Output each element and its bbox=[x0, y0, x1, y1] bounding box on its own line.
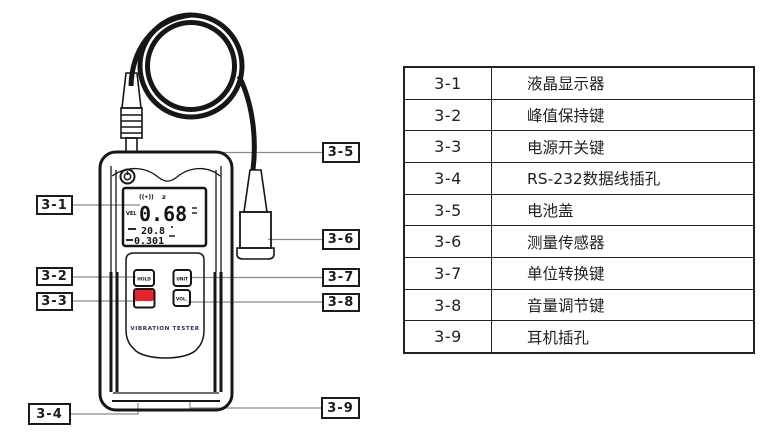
sensor-body bbox=[239, 211, 272, 249]
callout-3-9: 3-9 bbox=[321, 397, 360, 419]
callout-3-2-label: 3-2 bbox=[41, 269, 68, 284]
lcd-vel-label: VEL bbox=[126, 211, 137, 217]
parts-table: 3-1 液晶显示器 3-2 峰值保持键 3-3 电源开关键 3-4 RS-232… bbox=[403, 66, 755, 354]
table-row: 3-9 耳机插孔 bbox=[405, 321, 753, 353]
brand-text: VIBRATION TESTER bbox=[130, 326, 199, 332]
power-button bbox=[133, 288, 156, 309]
part-desc: 电池盖 bbox=[527, 202, 574, 221]
power-button-red-cap bbox=[135, 290, 154, 301]
cable-tail bbox=[236, 74, 257, 171]
table-row: 3-1 液晶显示器 bbox=[405, 68, 753, 100]
signal-icon: ((•)) bbox=[139, 194, 154, 201]
callout-3-4: 3-4 bbox=[28, 403, 71, 425]
leader-line-3-4 bbox=[71, 403, 139, 415]
callout-3-1-label: 3-1 bbox=[41, 197, 68, 213]
callout-3-4-label: 3-4 bbox=[36, 406, 63, 422]
part-id: 3-8 bbox=[405, 289, 492, 321]
connector-collar bbox=[125, 137, 138, 153]
part-desc: 峰值保持键 bbox=[527, 107, 605, 125]
table-row: 3-2 峰值保持键 bbox=[405, 99, 753, 132]
lcd-axis-label: z bbox=[162, 193, 166, 201]
vol-button-label: VOL. bbox=[176, 297, 188, 303]
part-desc: 液晶显示器 bbox=[527, 75, 605, 94]
speaker-icon bbox=[119, 168, 136, 185]
part-desc: 音量调节键 bbox=[527, 297, 605, 316]
part-desc: 测量传感器 bbox=[527, 233, 605, 252]
lcd-frame bbox=[121, 186, 208, 248]
sensor bbox=[236, 169, 275, 260]
unit-button-label: UNIT bbox=[176, 277, 188, 283]
part-id: 3-5 bbox=[405, 194, 492, 226]
table-row: 3-6 测量传感器 bbox=[405, 226, 753, 259]
part-id: 3-1 bbox=[405, 68, 492, 99]
sensor-cable bbox=[128, 12, 257, 171]
part-desc: 耳机插孔 bbox=[527, 328, 590, 347]
callout-3-3: 3-3 bbox=[36, 292, 73, 311]
part-desc: 单位转换键 bbox=[527, 265, 605, 284]
lcd-display: ((•)) z VEL 0.68 20.8 0.301 bbox=[121, 186, 208, 248]
table-row: 3-7 单位转换键 bbox=[405, 258, 753, 290]
cable-loop-outer bbox=[137, 12, 245, 120]
part-id: 3-3 bbox=[405, 131, 492, 163]
callout-3-8: 3-8 bbox=[322, 293, 360, 312]
callout-3-2: 3-2 bbox=[36, 267, 73, 286]
cable-loop-inner bbox=[145, 20, 237, 112]
callout-3-8-label: 3-8 bbox=[327, 295, 355, 310]
callout-3-5: 3-5 bbox=[322, 142, 360, 163]
callout-3-6: 3-6 bbox=[322, 229, 360, 250]
leader-line-3-9 bbox=[189, 401, 321, 409]
callout-3-6-label: 3-6 bbox=[327, 232, 355, 247]
table-row: 3-8 音量调节键 bbox=[405, 289, 753, 322]
lcd-secondary-value: 20.8 bbox=[141, 226, 165, 237]
callout-3-1: 3-1 bbox=[36, 195, 73, 215]
part-desc: 电源开关键 bbox=[527, 138, 605, 157]
part-id: 3-7 bbox=[405, 258, 492, 289]
callout-3-7: 3-7 bbox=[322, 268, 360, 287]
callout-3-5-label: 3-5 bbox=[327, 145, 355, 160]
part-id: 3-2 bbox=[405, 99, 492, 131]
callout-3-7-label: 3-7 bbox=[327, 270, 355, 285]
sensor-neck bbox=[243, 169, 268, 213]
vol-button bbox=[172, 289, 191, 307]
lcd-main-value: 0.68 bbox=[139, 202, 187, 226]
callout-3-9-label: 3-9 bbox=[327, 400, 354, 416]
sensor-base bbox=[236, 247, 275, 260]
keypad-panel bbox=[125, 252, 205, 359]
table-row: 3-4 RS-232数据线插孔 bbox=[405, 163, 753, 195]
part-desc: RS-232数据线插孔 bbox=[527, 170, 661, 189]
table-row: 3-5 电池盖 bbox=[405, 194, 753, 227]
callout-3-3-label: 3-3 bbox=[41, 294, 68, 309]
device-body bbox=[98, 150, 234, 412]
table-row: 3-3 电源开关键 bbox=[405, 131, 753, 164]
cable-connector bbox=[120, 72, 143, 153]
leader-lines bbox=[71, 151, 322, 415]
side-grips bbox=[109, 272, 223, 392]
device-face-lines bbox=[110, 166, 222, 402]
hold-button bbox=[133, 269, 155, 287]
hold-button-label: HOLD bbox=[137, 277, 151, 283]
unit-button bbox=[172, 269, 192, 287]
lcd-tertiary-value: 0.301 bbox=[134, 236, 164, 247]
part-id: 3-4 bbox=[405, 163, 492, 194]
part-id: 3-9 bbox=[405, 321, 492, 353]
keypad-buttons: HOLD UNIT VOL. bbox=[133, 269, 192, 309]
part-id: 3-6 bbox=[405, 226, 492, 258]
face-top-wave bbox=[111, 167, 221, 182]
